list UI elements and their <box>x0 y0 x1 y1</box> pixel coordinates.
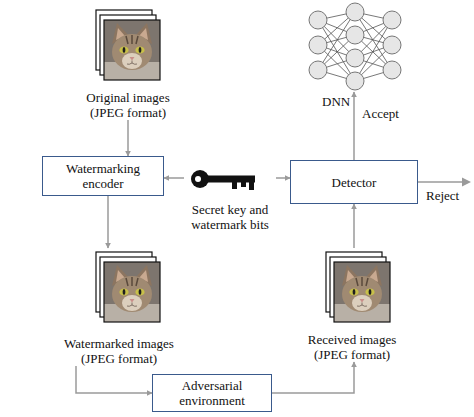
flow-arrow <box>107 196 109 248</box>
node-text: DNN <box>322 94 350 109</box>
text-wrap: Received images (JPEG format) <box>300 332 404 362</box>
image-stack: Original images (JPEG format) <box>80 4 176 120</box>
reject-arrow <box>418 178 471 187</box>
node-text: Original images (JPEG format) <box>80 90 176 120</box>
process-box: Adversarial environment <box>152 374 272 412</box>
node-text: Adversarial environment <box>159 378 265 408</box>
text-wrap: Detector <box>332 175 377 190</box>
text-wrap: Watermarked images (JPEG format) <box>58 336 180 366</box>
flow-arrow <box>272 362 354 393</box>
text-wrap: Adversarial environment <box>159 378 265 408</box>
text-wrap: DNN <box>322 94 350 109</box>
image-stack: Received images (JPEG format) <box>300 248 404 362</box>
text-wrap: Watermarking encoder <box>49 161 157 191</box>
text-label: Reject <box>426 188 459 203</box>
text-wrap: Secret key and watermark bits <box>184 202 276 232</box>
process-box: Watermarking encoder <box>42 156 164 196</box>
text-wrap: Original images (JPEG format) <box>80 90 176 120</box>
node-text: Received images (JPEG format) <box>300 332 404 362</box>
image-stack-received <box>326 252 390 322</box>
flow-arrow <box>127 120 129 156</box>
flow-arrow <box>353 92 355 160</box>
image-stack-watermarked <box>96 252 160 322</box>
image-stack-original <box>96 10 160 80</box>
flow-arrow <box>353 204 355 248</box>
flow-arrow <box>164 177 184 179</box>
key-symbol <box>191 170 255 190</box>
flow-arrow <box>76 366 152 393</box>
neural-network: DNN <box>300 0 410 92</box>
key-symbol: Secret key and watermark bits <box>184 166 276 232</box>
edge-label: Accept <box>362 106 399 121</box>
node-text: Watermarked images (JPEG format) <box>58 336 180 366</box>
neural-network <box>309 3 401 90</box>
node-text: Secret key and watermark bits <box>184 202 276 232</box>
process-box: Detector <box>290 160 418 204</box>
node-text: Watermarking encoder <box>49 161 157 191</box>
flow-arrow <box>276 177 290 179</box>
image-stack: Watermarked images (JPEG format) <box>58 248 180 366</box>
node-text: Detector <box>332 175 377 190</box>
